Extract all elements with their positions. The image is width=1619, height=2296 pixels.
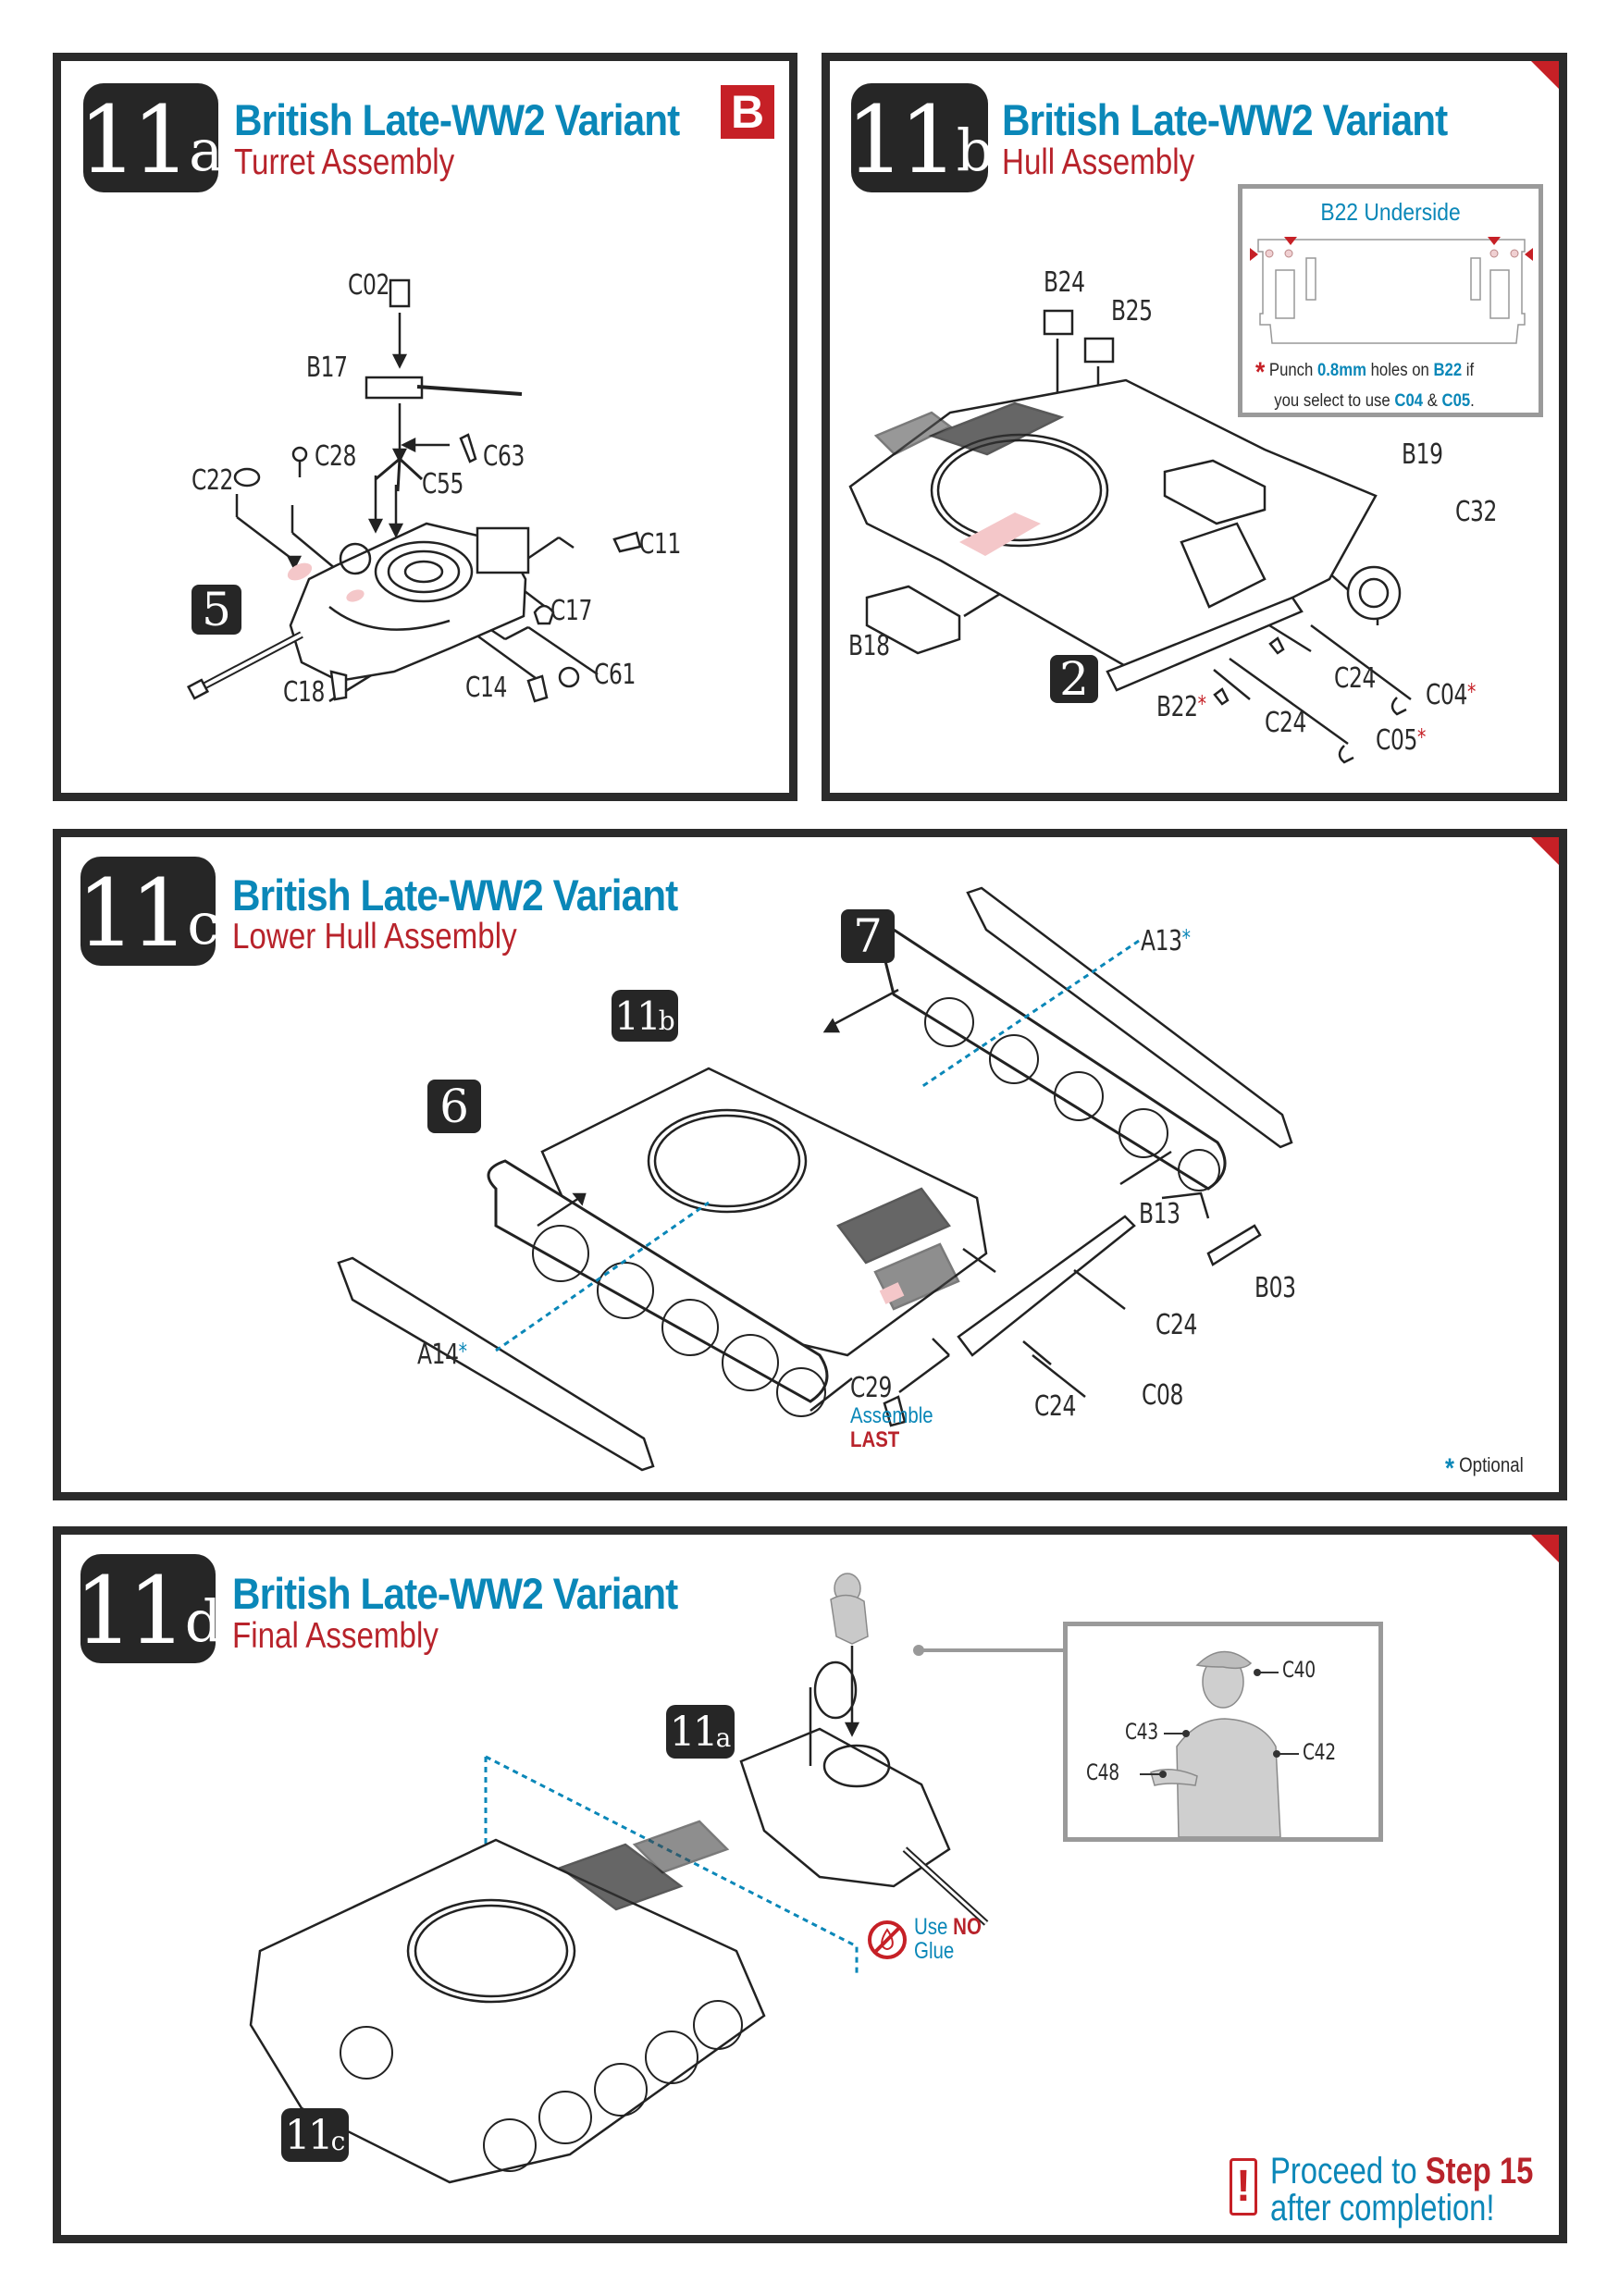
part-label-C18: C18 — [283, 676, 325, 709]
part-label-C14: C14 — [465, 672, 507, 704]
part-label-C02: C02 — [348, 269, 389, 302]
asterisk-icon: * — [1445, 1453, 1454, 1484]
part-label-C24-2: C24 — [1265, 707, 1306, 739]
part-label-C11: C11 — [639, 528, 681, 561]
commander-figure-inset: C40 C43 C42 C48 — [1063, 1622, 1383, 1842]
panel-subtitle: Turret Assembly — [234, 142, 455, 182]
part-label-B13: B13 — [1139, 1198, 1180, 1230]
asterisk-icon: * — [1416, 724, 1426, 750]
hull-exploded-diagram — [848, 309, 1412, 764]
corner-marker — [1531, 1535, 1559, 1562]
optional-legend: * Optional — [1445, 1453, 1524, 1484]
figure-part-C40: C40 — [1282, 1657, 1316, 1683]
callout-step-5: 5 — [192, 583, 241, 636]
panel-title: British Late-WW2 Variant — [1002, 95, 1448, 144]
corner-marker — [1531, 61, 1559, 89]
panel-subtitle: Final Assembly — [232, 1616, 439, 1656]
callout-step-6: 6 — [427, 1080, 481, 1133]
part-label-C24: C24 — [1334, 662, 1376, 695]
part-label-C29: C29 — [850, 1372, 892, 1404]
part-label-C05: C05* — [1376, 724, 1426, 757]
inset-note: * Punch 0.8mm holes on B22 if you select… — [1255, 357, 1475, 411]
figure-part-C43: C43 — [1125, 1719, 1158, 1745]
asterisk-icon: * — [1197, 691, 1206, 717]
figure-part-C42: C42 — [1303, 1739, 1336, 1765]
part-label-C32: C32 — [1455, 496, 1497, 528]
part-label-B25: B25 — [1111, 295, 1153, 327]
lower-hull-exploded-diagram — [337, 886, 1293, 1472]
callout-step-2: 2 — [1050, 652, 1098, 706]
commander-figure-render — [1140, 1650, 1299, 1837]
figure-part-C48: C48 — [1086, 1759, 1119, 1785]
part-label-C22: C22 — [192, 464, 233, 497]
part-label-C24: C24 — [1156, 1309, 1197, 1341]
part-label-C08: C08 — [1142, 1379, 1183, 1412]
part-label-C04: C04* — [1426, 679, 1476, 711]
c29-assemble-note: Assemble — [850, 1403, 933, 1428]
asterisk-icon: * — [1466, 679, 1476, 705]
part-label-C61: C61 — [594, 659, 636, 691]
asterisk-icon: * — [458, 1339, 467, 1364]
part-label-B18: B18 — [848, 630, 890, 662]
part-label-C24-2: C24 — [1034, 1390, 1076, 1423]
b22-underside-inset: B22 Underside * Punch 0.8mm holes on B22… — [1238, 184, 1543, 417]
part-label-A14: A14* — [417, 1339, 467, 1371]
part-label-B19: B19 — [1402, 438, 1443, 471]
part-label-B17: B17 — [306, 352, 348, 384]
part-label-B24: B24 — [1044, 266, 1085, 299]
part-label-B03: B03 — [1254, 1272, 1296, 1304]
b22-underside-drawing — [1250, 237, 1533, 344]
no-glue-icon — [868, 1920, 907, 1959]
inset-title: B22 Underside — [1320, 198, 1461, 226]
warning-exclamation-icon: ! — [1230, 2158, 1257, 2216]
asterisk-icon: * — [1255, 357, 1266, 388]
final-assembly-diagram — [249, 1573, 1069, 2184]
turret-exploded-diagram — [186, 278, 642, 703]
corner-marker — [1531, 837, 1559, 865]
asterisk-icon: * — [1181, 925, 1191, 951]
part-label-A13: A13* — [1141, 925, 1191, 957]
c29-last-note: LAST — [850, 1427, 900, 1452]
panel-subtitle: Lower Hull Assembly — [232, 917, 517, 957]
callout-step-7: 7 — [841, 909, 895, 963]
part-label-C28: C28 — [315, 440, 356, 473]
sprue-b-badge: B — [721, 85, 774, 139]
part-label-C17: C17 — [550, 595, 592, 627]
part-label-C63: C63 — [483, 440, 525, 473]
panel-title: British Late-WW2 Variant — [232, 1569, 678, 1618]
panel-subtitle: Hull Assembly — [1002, 142, 1195, 182]
part-label-C55: C55 — [422, 468, 463, 500]
panel-title: British Late-WW2 Variant — [232, 870, 678, 920]
part-label-B22: B22* — [1156, 691, 1206, 723]
panel-title: British Late-WW2 Variant — [234, 95, 680, 144]
